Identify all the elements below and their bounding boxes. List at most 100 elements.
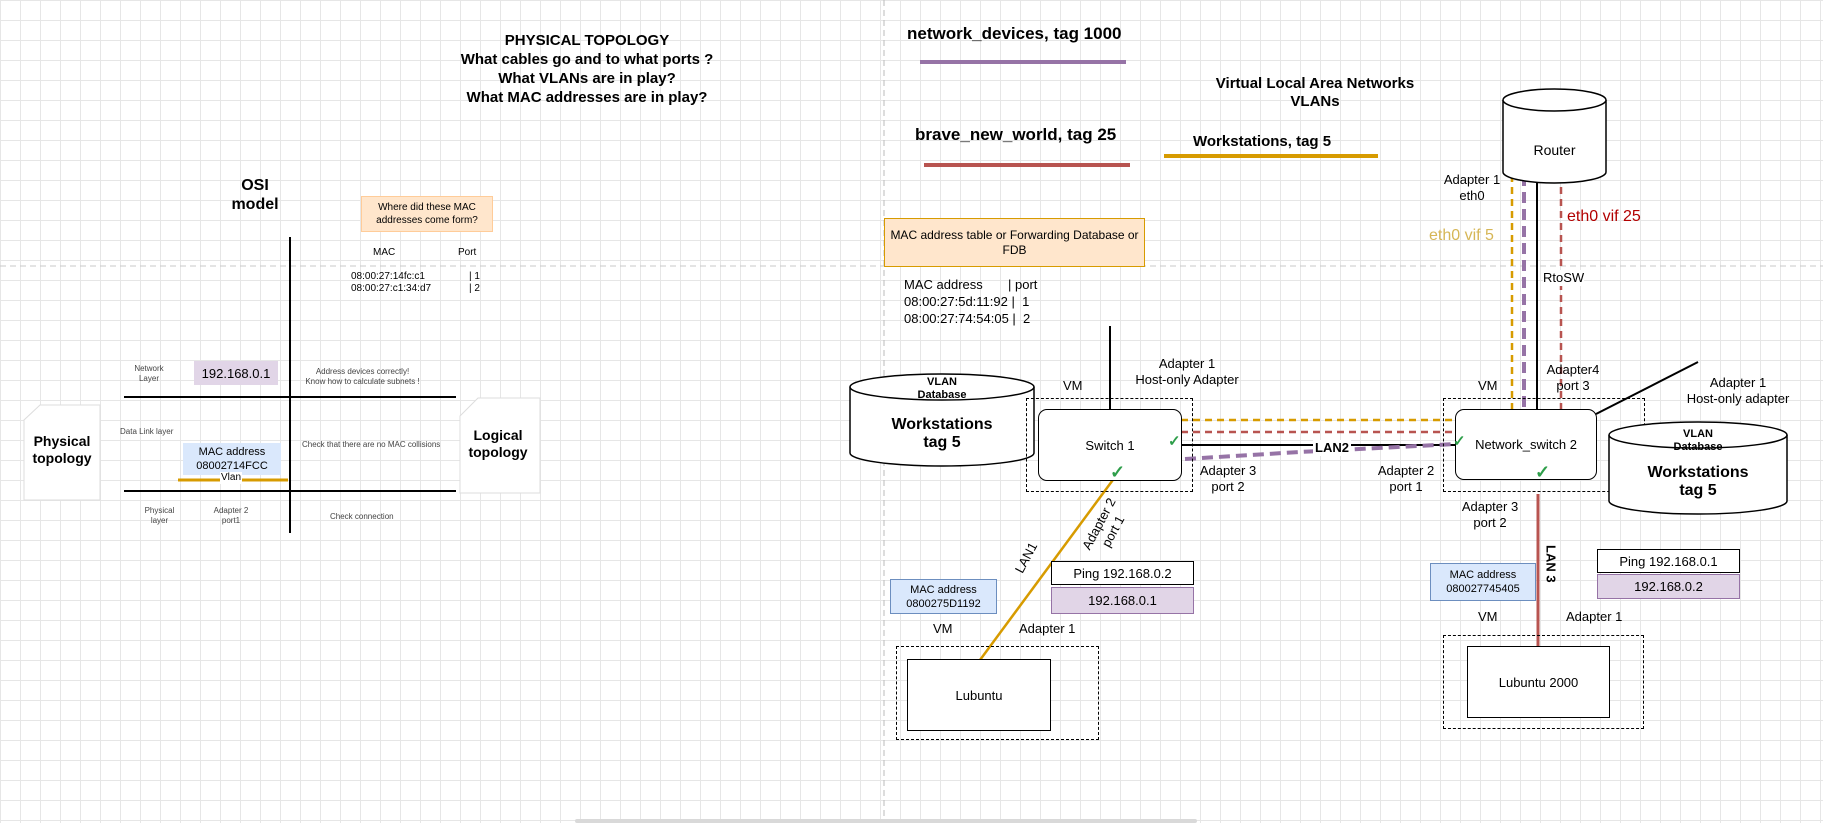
layer-line: Physical [144,506,175,515]
lan2-purple-link [1184,442,1457,461]
switch1-check-icon: ✓ [1168,433,1181,450]
osi-title-line: OSI [241,177,269,194]
switch1-port-check-icon: ✓ [1110,462,1126,482]
vlan-database-left: VLAN Database Workstations tag 5 [849,373,1035,467]
note-line: addresses come form? [376,215,478,226]
adapter-line: Adapter 2 [1377,463,1435,478]
table-row-mac: 08:00:27:c1:34:d7 [351,283,432,294]
osi-adapter-label: Adapter 2 port1 [206,506,256,525]
network-layer-label: Network Layer [124,364,174,383]
header-line: VLAN [927,376,957,388]
router-label: Router [1533,142,1576,158]
switch1-vm-label: VM [1063,378,1083,393]
vlan-db-left-body: Workstations tag 5 [849,416,1035,453]
lubuntu-node[interactable]: Lubuntu [907,659,1051,731]
datalink-layer-label: Data Link layer [120,427,174,436]
fdb-note: MAC address table or Forwarding Database… [884,218,1145,267]
title-line: What VLANs are in play? [498,70,676,87]
eth0-vif5-label: eth0 vif 5 [1429,227,1494,244]
header-line: Database [917,388,967,401]
logical-topology-label: Logical topology [458,427,538,461]
title-line: Virtual Local Area Networks [1215,75,1415,92]
lubuntu2000-mac-badge: MAC address 080027745405 [1430,563,1536,601]
note-line: FDB [1002,242,1027,257]
adapter-line: Adapter 1 [1443,172,1501,187]
lubuntu2000-node[interactable]: Lubuntu 2000 [1467,646,1610,718]
port-column-header: Port [458,247,477,258]
body-line: tag 5 [1679,482,1717,500]
adapter-line: eth0 [1459,187,1485,203]
adapter-line: Adapter 1 [1158,356,1216,371]
lubuntu2000-vm-label: VM [1478,609,1498,624]
adapter-line: Adapter4 [1546,362,1600,377]
lan1-link [978,472,1120,661]
osi-mac-badge: MAC address 08002714FCC [183,443,281,475]
logical-topology-note-shape [459,397,541,494]
layer-line: Network [134,364,164,373]
label-line: topology [32,449,92,466]
rtosw-label: RtoSW [1543,270,1585,286]
router-adapter-label: Adapter 1 eth0 [1432,172,1512,203]
title-line: What MAC addresses are in play? [466,89,708,106]
adapter-line: Adapter 1 [1709,375,1767,390]
mac-line: 08002714FCC [196,460,268,472]
lubuntu2000-adapter-label: Adapter 1 [1566,609,1623,624]
vlan-db-right-body: Workstations tag 5 [1608,464,1788,501]
title-line: VLANs [1290,93,1340,110]
mac-line: MAC address [1449,569,1517,581]
osi-model-title: OSI model [220,176,290,214]
fdb-row: 08:00:27:74:54:05 | 2 [904,311,1031,326]
vlan-db-right-shape [1608,421,1788,515]
ns2-vm-label: VM [1478,378,1498,393]
horizontal-scrollbar[interactable] [575,819,1197,823]
vlans-title: Virtual Local Area Networks VLANs [1210,75,1420,111]
physical-layer-label: Physical layer [137,506,182,525]
router-node[interactable]: Router [1502,88,1607,184]
physical-topology-note-shape [23,404,101,501]
body-line: tag 5 [923,434,961,452]
vlan-db-left-shape [849,373,1035,467]
layer-line: Layer [138,373,159,383]
label-line: Logical [473,427,523,443]
adapter-line: Adapter 3 [1199,463,1257,478]
physical-topology-title: PHYSICAL TOPOLOGY What cables go and to … [437,31,737,107]
osi-ip-badge: 192.168.0.1 [194,361,278,385]
physical-topology-label: Physical topology [22,433,102,467]
vlan-db-right-header: VLAN Database [1608,428,1788,453]
mac-line: MAC address [198,446,266,458]
lan3-label: LAN 3 [1543,545,1559,583]
title-line: What cables go and to what ports ? [460,51,714,68]
note-line: Where did these MAC [378,202,476,213]
ns2-port-check-icon: ✓ [1535,462,1551,482]
lubuntu-vm-container [896,646,1099,740]
eth0-vif25-label: eth0 vif 25 [1567,208,1641,225]
mac-column-header: MAC [373,247,396,258]
header-line: VLAN [1683,428,1713,440]
mac-line: 0800275D1192 [906,597,981,610]
lan2-label: LAN2 [1313,440,1351,456]
adapter-line: port 2 [1211,478,1245,494]
adapter-line: port 2 [1473,514,1507,530]
adapter-line: port1 [221,515,241,525]
switch1-node[interactable]: Switch 1 [1038,409,1182,481]
mac-line: MAC address [910,583,977,596]
ns2-adapter3-label: Adapter 3 port 2 [1452,499,1528,530]
fdb-row: 08:00:27:5d:11:92 | 1 [904,294,1030,309]
router-cylinder-shape [1502,88,1607,184]
adapter-line: Host-only Adapter [1135,371,1239,387]
label-line: Physical [33,433,91,449]
lubuntu2000-ip-badge: 192.168.0.2 [1597,574,1740,599]
body-line: Workstations [891,416,993,433]
adapter-line: Adapter 2 [213,506,249,515]
mac-collision-note: Check that there are no MAC collisions [302,440,441,449]
header-line: Database [1673,440,1723,453]
address-note: Address devices correctly! Know how to c… [290,367,435,386]
table-row-mac: 08:00:27:14fc:c1 [351,271,425,282]
legend-network-devices: network_devices, tag 1000 [907,24,1122,43]
mac-question-note: Where did these MAC addresses come form? [361,196,493,232]
lubuntu-mac-badge: MAC address 0800275D1192 [890,579,997,614]
vlan-database-right: VLAN Database Workstations tag 5 [1608,421,1788,515]
switch1-adapter3-label: Adapter 3 port 2 [1190,463,1266,494]
network-switch2-node[interactable]: Network_switch 2 [1455,409,1597,480]
